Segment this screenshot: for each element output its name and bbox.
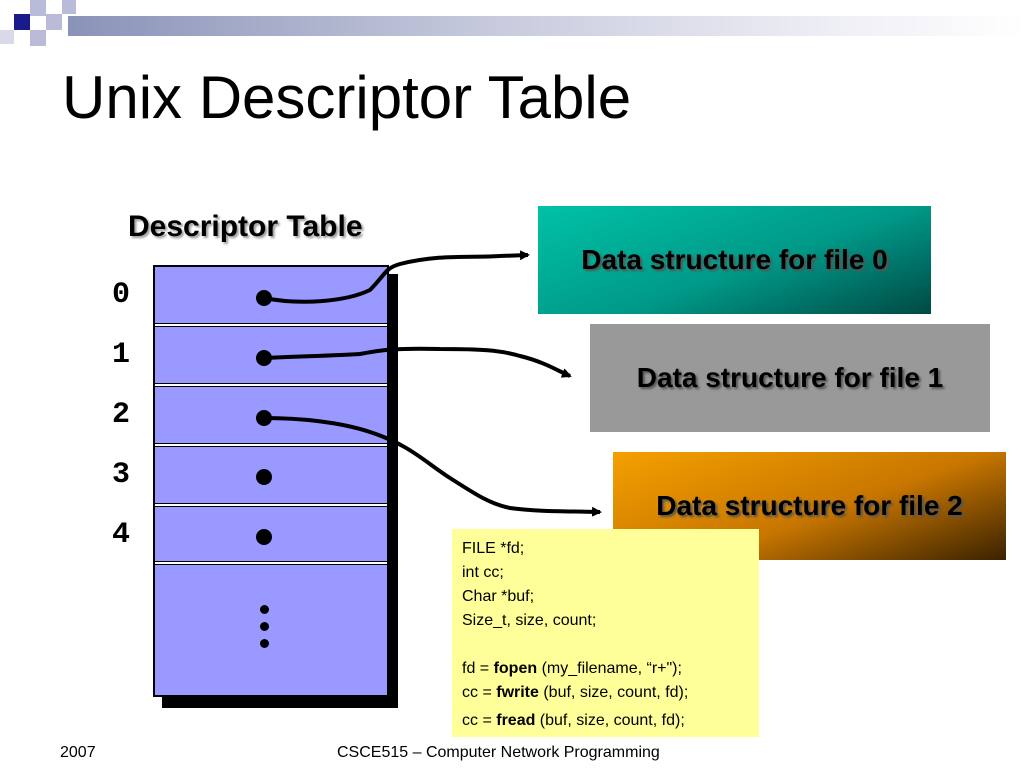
code-text: (buf, size, count, fd); xyxy=(535,712,685,729)
code-text: fd = xyxy=(462,660,494,677)
corner-square-4 xyxy=(30,30,46,46)
slide-title: Unix Descriptor Table xyxy=(62,64,632,131)
code-blank-line xyxy=(462,633,749,657)
descriptor-pointer-dot-4 xyxy=(256,529,272,545)
row-divider xyxy=(155,503,387,507)
row-divider xyxy=(155,383,387,387)
arrow-fd1 xyxy=(263,346,572,378)
ellipsis-dot xyxy=(260,622,269,631)
file-0-structure: Data structure for file 0 xyxy=(538,206,931,314)
corner-square-6 xyxy=(0,30,14,44)
code-line: int cc; xyxy=(462,564,504,581)
fwrite-keyword: fwrite xyxy=(496,684,539,701)
ellipsis-dot xyxy=(260,605,269,614)
fread-keyword: fread xyxy=(496,712,536,729)
file-1-structure: Data structure for file 1 xyxy=(590,324,990,432)
fopen-keyword: fopen xyxy=(493,660,538,677)
row-index-2: 2 xyxy=(112,398,131,432)
code-line-fwrite: cc = fwrite (buf, size, count, fd); xyxy=(462,681,749,705)
ellipsis-dot xyxy=(260,639,269,648)
corner-square-3 xyxy=(46,14,62,30)
code-line-fopen: fd = fopen (my_filename, “r+"); xyxy=(462,657,749,681)
arrow-fd0 xyxy=(263,250,530,304)
descriptor-table xyxy=(153,265,389,697)
row-index-1: 1 xyxy=(112,338,131,372)
code-line: FILE *fd; xyxy=(462,540,525,557)
header-gradient-bar xyxy=(68,16,1024,36)
code-text: (my_filename, “r+"); xyxy=(537,660,682,677)
row-index-0: 0 xyxy=(112,278,131,312)
corner-square-5 xyxy=(62,0,76,14)
corner-square-2 xyxy=(30,0,46,16)
code-line: Char *buf; xyxy=(462,588,535,605)
row-divider xyxy=(155,323,387,327)
row-divider xyxy=(155,443,387,447)
row-divider xyxy=(155,561,387,565)
code-line-fread: cc = fread (buf, size, count, fd); xyxy=(462,709,749,733)
code-text: cc = xyxy=(462,684,497,701)
code-sample: FILE *fd; int cc; Char *buf; Size_t, siz… xyxy=(452,529,759,737)
footer-year: 2007 xyxy=(60,744,96,761)
descriptor-pointer-dot-3 xyxy=(256,469,272,485)
corner-square-1 xyxy=(14,14,30,30)
descriptor-table-heading: Descriptor Table xyxy=(128,210,363,243)
code-text: (buf, size, count, fd); xyxy=(538,684,689,701)
arrow-fd2 xyxy=(263,416,602,517)
row-index-4: 4 xyxy=(112,518,131,552)
code-text: cc = xyxy=(462,712,497,729)
footer-course: CSCE515 – Computer Network Programming xyxy=(337,744,660,761)
code-line: Size_t, size, count; xyxy=(462,612,597,629)
row-index-3: 3 xyxy=(112,458,131,492)
